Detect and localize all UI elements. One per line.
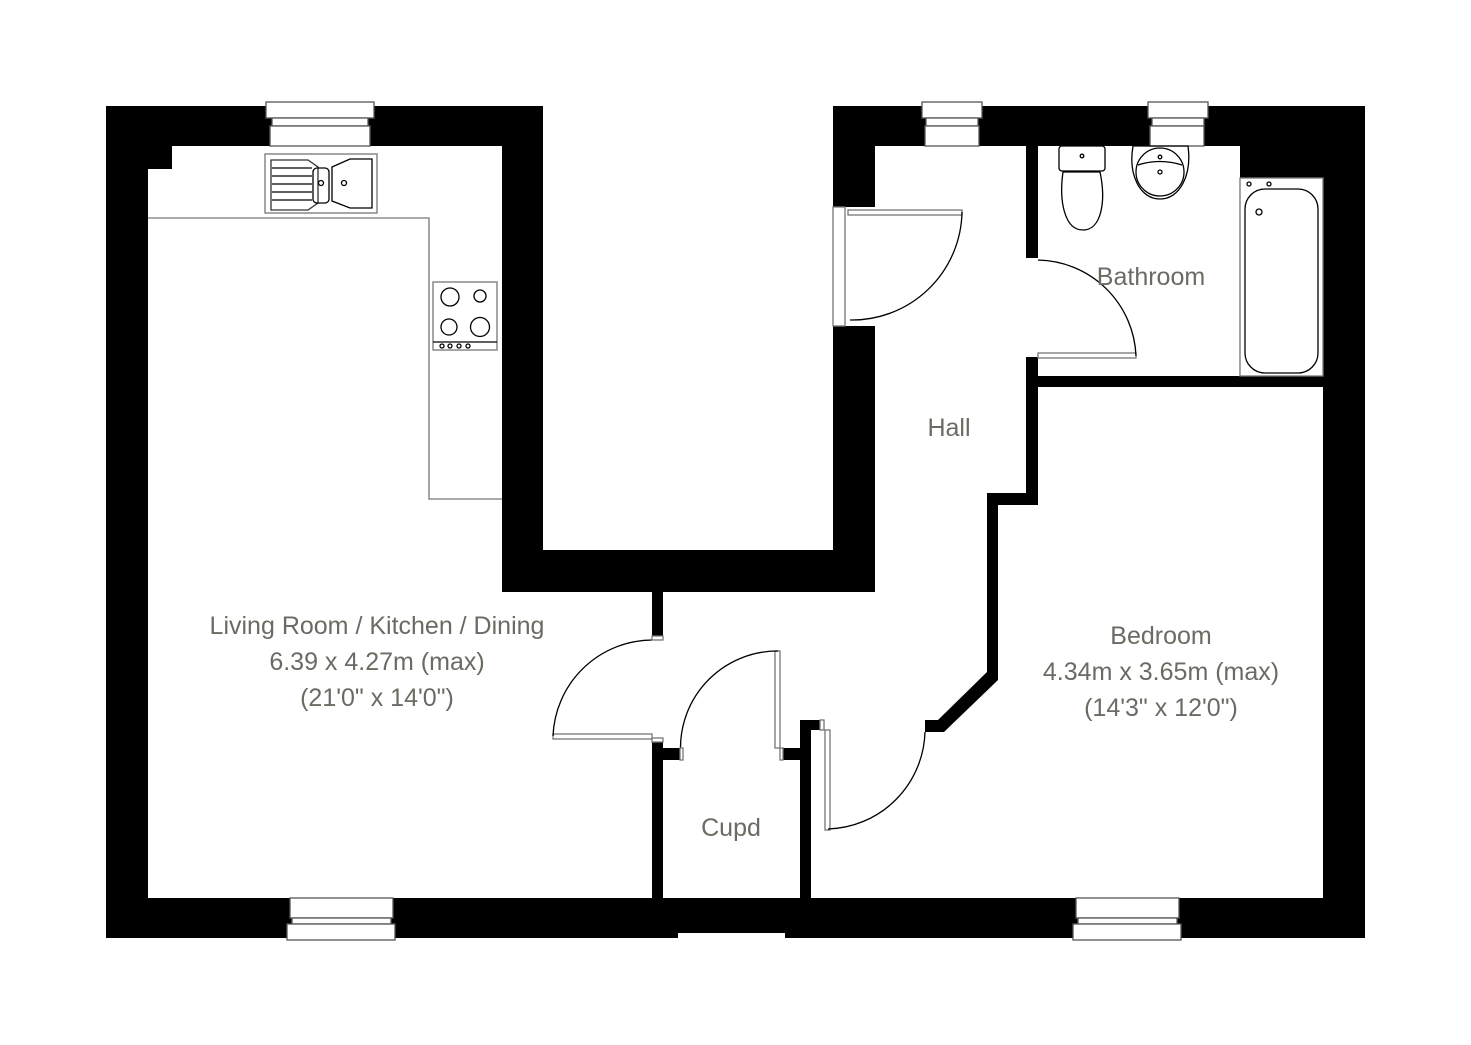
room-size-bedroom-metric: 4.34m x 3.65m (max): [1043, 658, 1279, 686]
toilet-icon: [1058, 145, 1106, 231]
kitchen-worktop: [148, 217, 502, 500]
entrance-threshold: [678, 933, 785, 939]
hob-icon: [432, 281, 498, 351]
window: [1147, 101, 1209, 147]
window: [921, 101, 983, 147]
room-size-living-metric: 6.39 x 4.27m (max): [269, 648, 484, 676]
window: [286, 897, 396, 941]
door-cupboard[interactable]: [679, 650, 784, 761]
room-name-living: Living Room / Kitchen / Dining: [210, 612, 545, 640]
window: [265, 101, 375, 147]
door-bedroom[interactable]: [819, 719, 926, 831]
room-size-living-imperial: (21'0" x 14'0"): [300, 684, 454, 712]
room-name-bedroom: Bedroom: [1110, 622, 1211, 650]
sink-icon: [264, 153, 378, 214]
door-bathroom[interactable]: [1037, 259, 1137, 359]
bathtub-icon: [1239, 177, 1324, 377]
basin-icon: [1131, 145, 1190, 200]
room-name-hall: Hall: [927, 414, 970, 442]
door-living-room[interactable]: [552, 635, 664, 743]
room-name-bathroom: Bathroom: [1097, 263, 1205, 291]
room-name-cupboard: Cupd: [701, 814, 761, 842]
room-size-bedroom-imperial: (14'3" x 12'0"): [1084, 694, 1238, 722]
door-entrance[interactable]: [832, 206, 963, 327]
window: [1072, 897, 1182, 941]
